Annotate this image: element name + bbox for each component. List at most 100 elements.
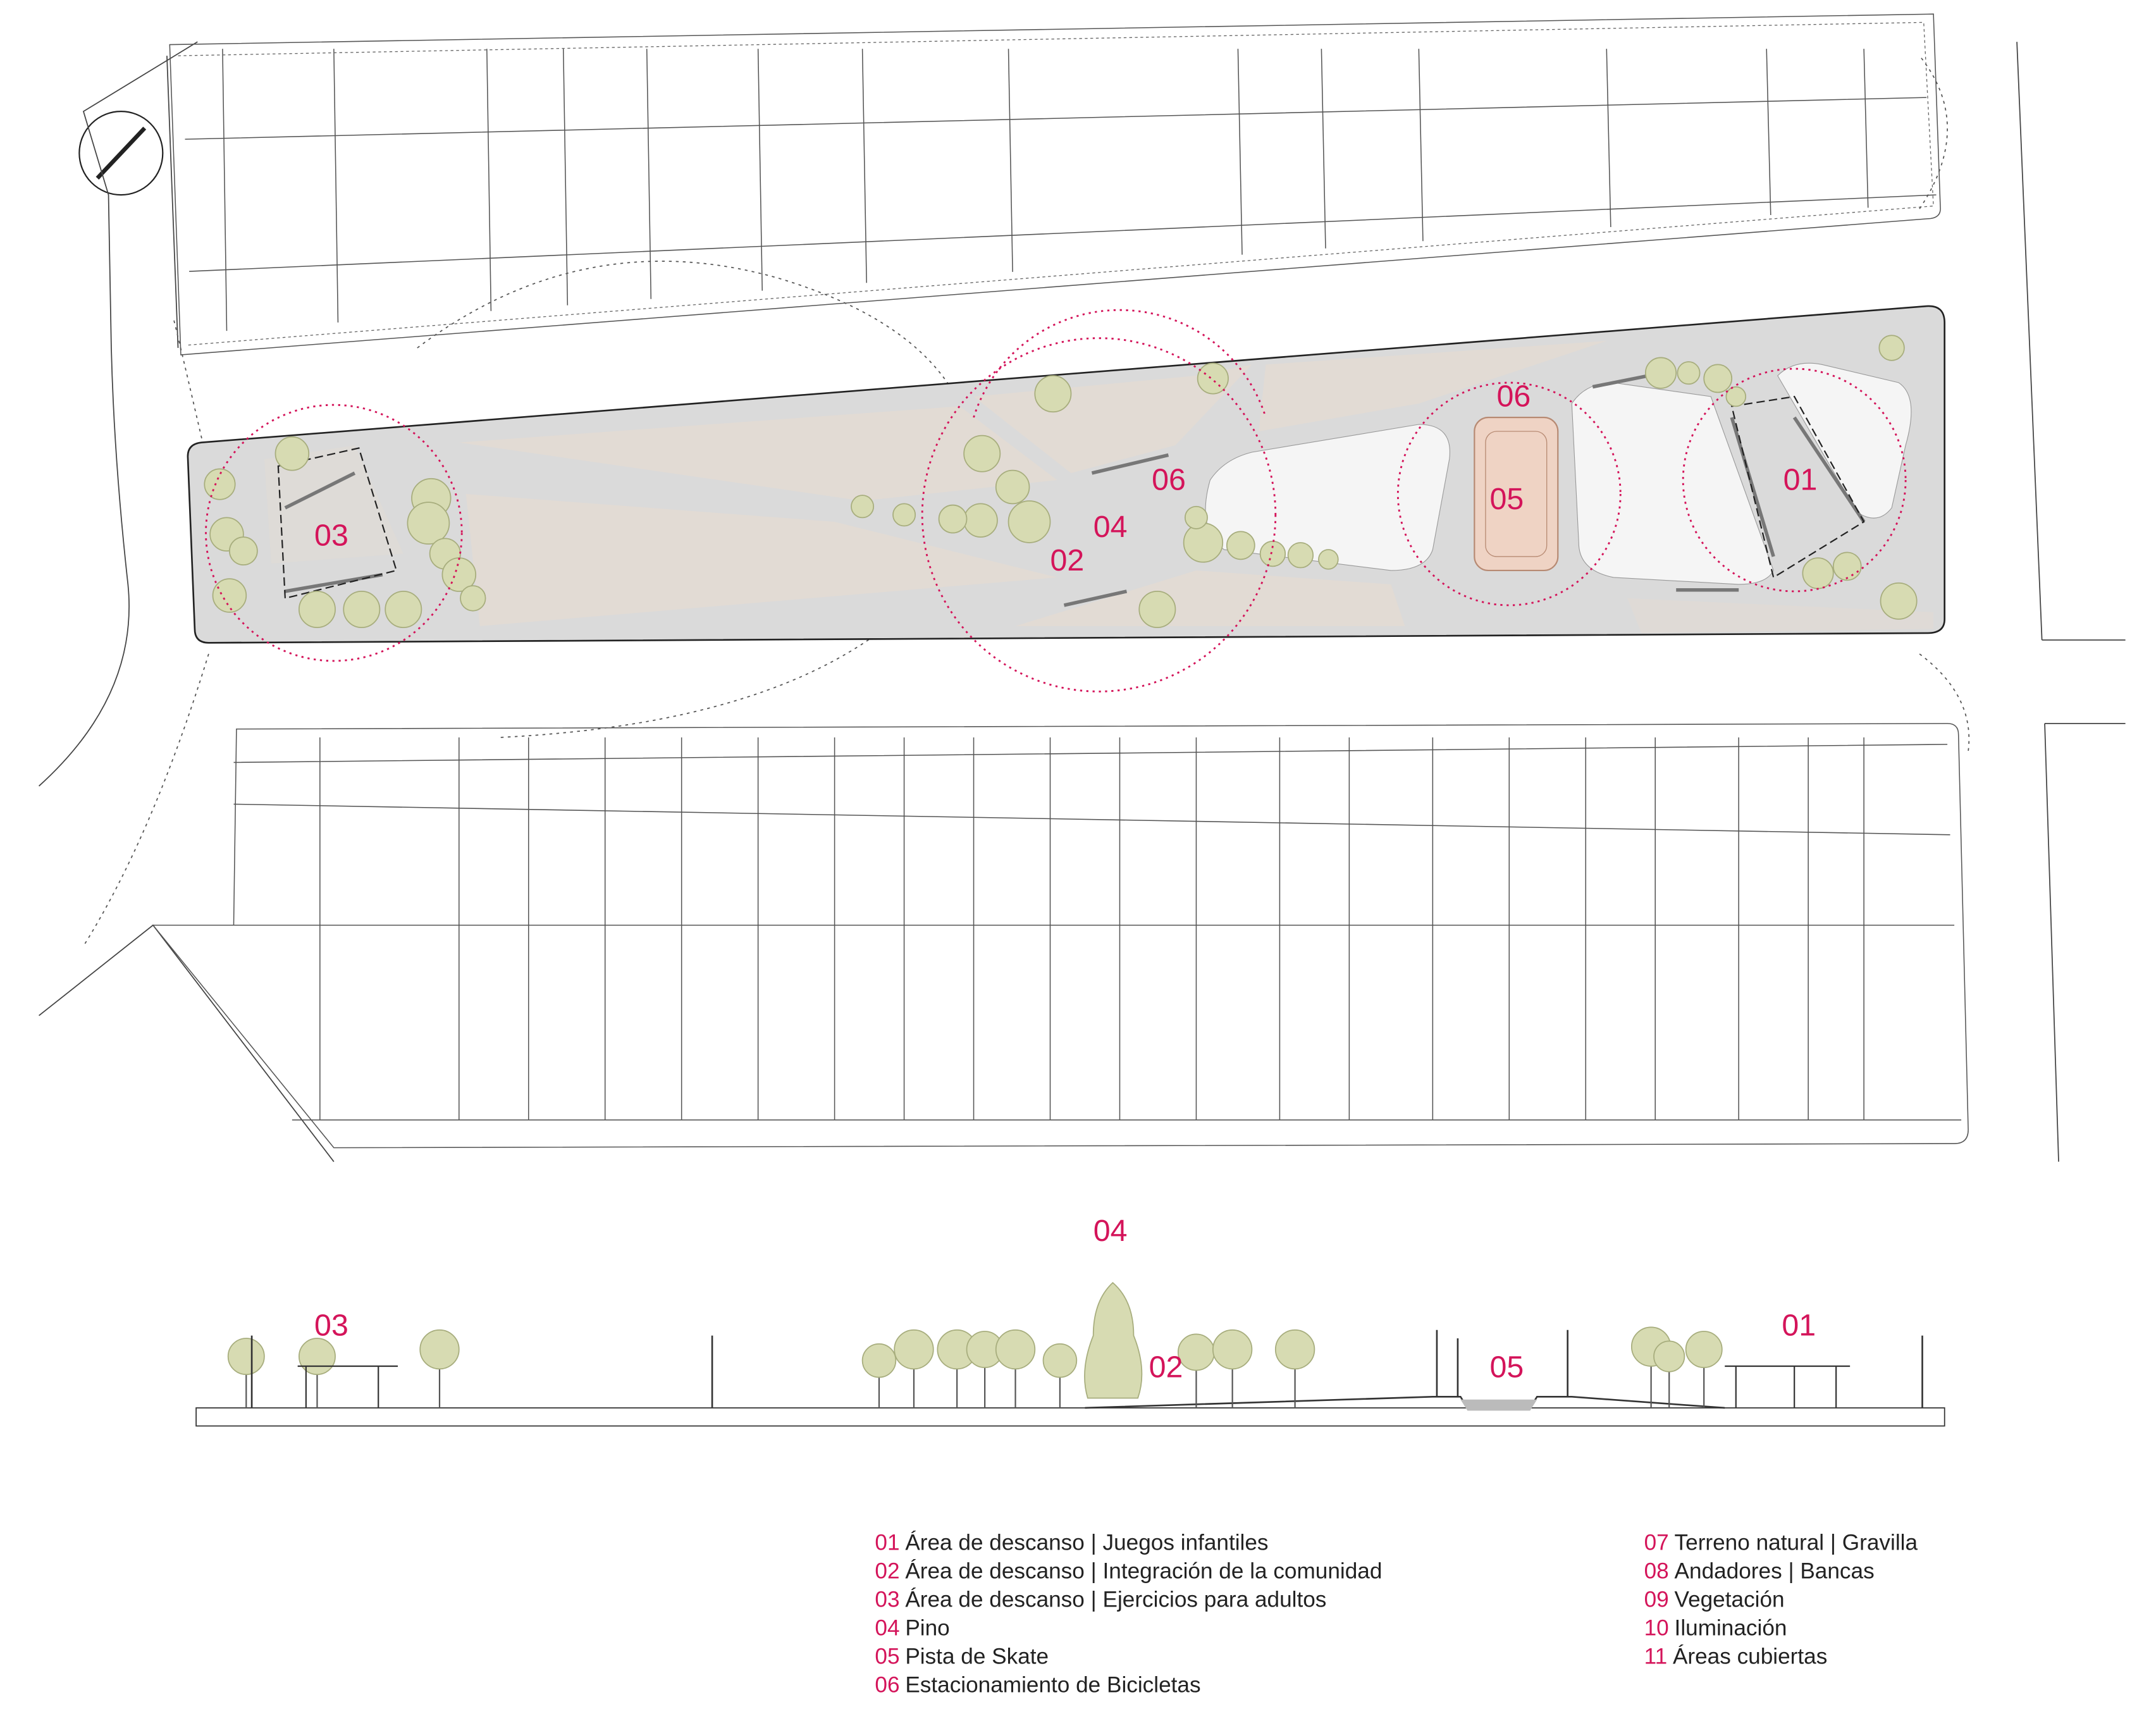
legend-number: 01 (875, 1530, 899, 1555)
tree-icon (1685, 1331, 1723, 1369)
tree-icon (1832, 552, 1862, 581)
tree-icon (298, 591, 336, 628)
tree-icon (1184, 505, 1208, 529)
soil-area (465, 493, 1057, 626)
tree-icon (1212, 1329, 1253, 1370)
tree-icon (1644, 357, 1677, 389)
plan-label-01: 01 (1783, 462, 1818, 497)
tree-icon (1725, 386, 1747, 407)
tree-icon (851, 495, 875, 519)
section-label-02: 02 (1149, 1350, 1183, 1385)
legend-number: 11 (1644, 1644, 1668, 1669)
plan-label-02: 02 (1050, 543, 1085, 577)
tree-icon (1259, 540, 1286, 567)
legend-text: Área de descanso | Juegos infantiles (905, 1530, 1268, 1555)
north-arrow-icon (78, 111, 164, 196)
legend-text: Pista de Skate (905, 1644, 1049, 1669)
covered-structures (297, 1365, 1851, 1408)
soil-area (1259, 341, 1607, 431)
tree-icon (1007, 500, 1051, 543)
pedestrian-flow-lines (83, 55, 1970, 947)
tree-icon (938, 504, 968, 534)
soil-area (1627, 598, 1934, 633)
tree-icon (1878, 335, 1905, 361)
legend-text: Áreas cubiertas (1673, 1644, 1827, 1669)
legend-number: 06 (875, 1673, 899, 1698)
legend-text: Estacionamiento de Bicicletas (905, 1673, 1200, 1698)
tree-icon (1034, 375, 1072, 413)
plan-label-04: 04 (1093, 510, 1128, 544)
legend-number: 03 (875, 1587, 899, 1612)
tree-icon (343, 591, 381, 628)
legend-number: 07 (1644, 1530, 1669, 1555)
legend-number: 08 (1644, 1558, 1669, 1583)
tree-icon (1226, 531, 1255, 560)
tree-icon (1653, 1340, 1685, 1372)
tree-icon (1677, 361, 1701, 385)
park-plan: 01 02 03 04 05 06 06 (187, 305, 1946, 693)
covered-areas (277, 395, 1865, 600)
plaza-area (1777, 362, 1912, 519)
legend-number: 10 (1644, 1616, 1669, 1641)
legend-text: Área de descanso | Ejercicios para adult… (905, 1587, 1326, 1612)
benches (284, 374, 1866, 607)
tree-icon (227, 1338, 265, 1376)
tree-icon (1177, 1333, 1215, 1371)
legend-number: 04 (875, 1616, 899, 1641)
plan-label-05: 05 (1490, 482, 1524, 516)
tree-icon (892, 503, 916, 527)
legend-number: 02 (875, 1558, 899, 1583)
skate-track (1474, 416, 1559, 572)
streets (38, 41, 2126, 1163)
plan-label-06-bike: 06 (1152, 462, 1186, 497)
tree-icon (419, 1329, 460, 1370)
tree-icon (861, 1343, 897, 1378)
zone-circles (205, 309, 1907, 693)
legend-text: Andadores | Bancas (1675, 1558, 1875, 1583)
tree-icon (298, 1338, 336, 1376)
tree-icon (995, 469, 1030, 505)
legend-number: 05 (875, 1644, 899, 1669)
section-label-03: 03 (314, 1309, 348, 1343)
tree-icon (407, 502, 450, 545)
tree-icon (204, 468, 236, 500)
legend-text: Pino (905, 1616, 949, 1641)
pine-tree (1084, 1281, 1143, 1399)
soil-area (264, 445, 403, 564)
soil-area (459, 406, 1057, 501)
tree-icon (1042, 1343, 1078, 1378)
section-label-01: 01 (1782, 1309, 1816, 1343)
tree-icon (1183, 522, 1224, 563)
tree-icon (1274, 1329, 1315, 1370)
legend-number: 09 (1644, 1587, 1669, 1612)
tree-icon (1138, 591, 1176, 628)
tree-icon (460, 585, 486, 612)
section-label-05: 05 (1490, 1350, 1524, 1385)
legend-text: Vegetación (1675, 1587, 1785, 1612)
legend-text: Área de descanso | Integración de la com… (905, 1558, 1382, 1583)
tree-icon (385, 591, 422, 628)
north-building-block (169, 13, 1941, 355)
cross-section: 03 04 02 05 01 (195, 1214, 1945, 1427)
soil-area (1015, 570, 1405, 626)
tree-icon (274, 436, 310, 471)
tree-icon (1318, 549, 1339, 570)
tree-icon (894, 1329, 934, 1370)
tree-icon (212, 578, 247, 613)
tree-icon (995, 1329, 1036, 1370)
tree-icon (1802, 557, 1834, 589)
tree-icon (1880, 582, 1918, 620)
plan-label-03: 03 (314, 518, 348, 552)
tree-icon (963, 503, 998, 538)
